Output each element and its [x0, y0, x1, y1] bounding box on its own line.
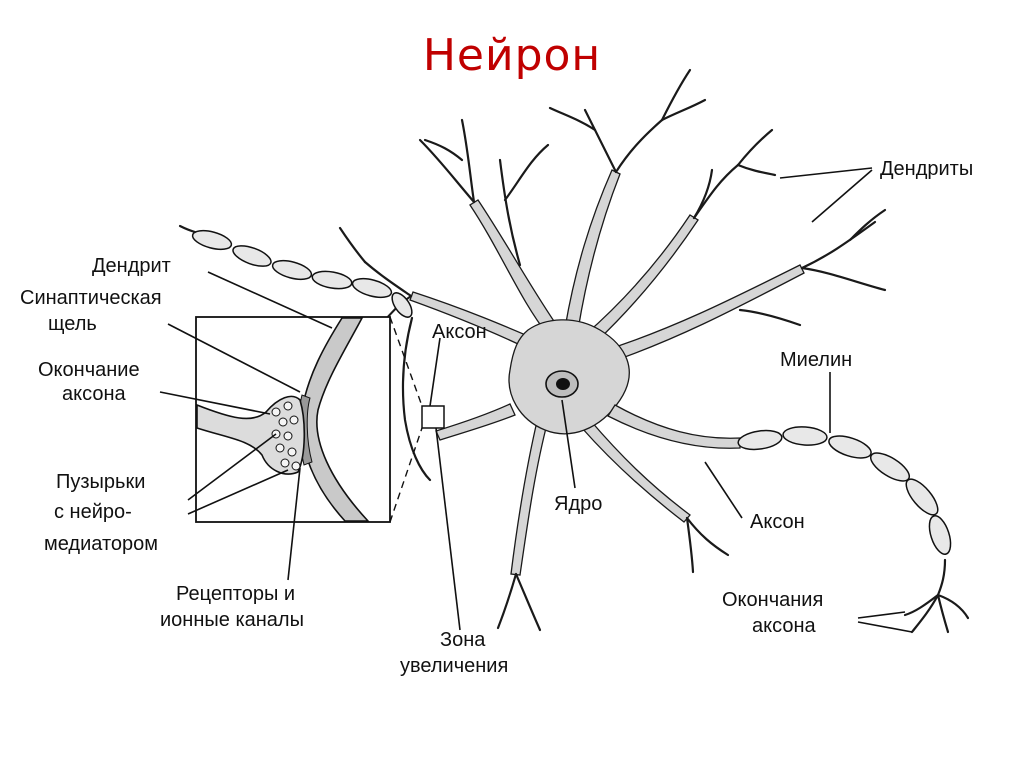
- labels: Дендриты Дендрит Синаптическая щель Окон…: [20, 158, 973, 677]
- dendrite-trunk-top: [564, 169, 621, 331]
- label-terminals-1: Окончания: [722, 589, 823, 611]
- dendrite-trunk-top-left: [469, 199, 561, 336]
- label-synaptic-cleft-2: щель: [48, 313, 97, 335]
- label-axon-terminal-1: Окончание: [38, 359, 140, 381]
- axon-left-trunk: [435, 403, 516, 441]
- label-receptors-1: Рецепторы и: [176, 583, 295, 605]
- label-axon-terminal-2: аксона: [62, 383, 126, 405]
- axon-right-trunk: [607, 404, 741, 449]
- label-axon-right: Аксон: [750, 511, 805, 533]
- label-nucleus: Ядро: [554, 493, 602, 515]
- dendrite-twigs: [338, 68, 887, 632]
- myelin-sheath-left: [191, 229, 413, 318]
- axon-terminals-right: [903, 558, 970, 634]
- label-vesicles-2: с нейро-: [54, 501, 132, 523]
- label-terminals-2: аксона: [752, 615, 816, 637]
- label-synaptic-cleft-1: Синаптическая: [20, 287, 162, 309]
- label-zone-1: Зона: [440, 629, 486, 651]
- neuron-cell: [409, 169, 805, 576]
- zoom-projection-lines: [389, 316, 423, 523]
- slide-title: Нейрон: [422, 30, 602, 81]
- myelin-sheath-right: [737, 426, 952, 555]
- label-dendrite: Дендрит: [92, 255, 171, 277]
- dendrite-trunk-right: [599, 264, 805, 365]
- synapse-inset: [195, 316, 391, 523]
- dendrite-trunk-bottom: [510, 416, 549, 576]
- postsynaptic-dendrite: [300, 317, 370, 522]
- label-receptors-2: ионные каналы: [160, 609, 304, 631]
- label-axon-top: Аксон: [432, 321, 487, 343]
- dendrite-trunk-left: [409, 291, 543, 353]
- leader-lines: [159, 167, 913, 633]
- label-vesicles-3: медиатором: [44, 533, 158, 555]
- label-dendrites: Дендриты: [880, 158, 973, 180]
- label-zone-2: увеличения: [400, 655, 508, 677]
- thin-dendrite-left: [178, 224, 432, 482]
- synaptic-vesicles: [271, 401, 301, 471]
- zoom-zone-box: [421, 405, 445, 429]
- label-myelin: Миелин: [780, 349, 852, 371]
- nucleolus: [556, 378, 570, 390]
- dendrite-trunk-bottom-right: [581, 419, 691, 523]
- label-vesicles-1: Пузырьки: [56, 471, 145, 493]
- dendrite-trunk-top-right: [583, 214, 699, 343]
